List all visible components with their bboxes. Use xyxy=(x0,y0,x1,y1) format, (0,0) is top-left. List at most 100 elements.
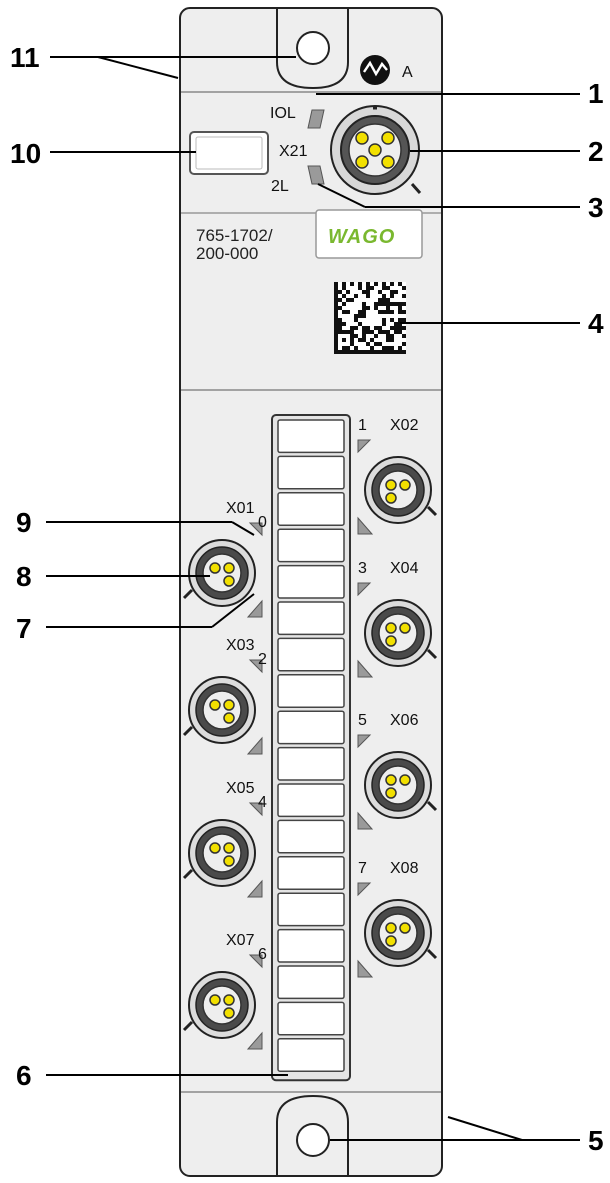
marker-strip-cell xyxy=(277,965,345,1000)
data-matrix-module xyxy=(334,318,338,322)
data-matrix-module xyxy=(362,350,366,354)
data-matrix-module xyxy=(378,350,382,354)
data-matrix-module xyxy=(402,318,406,322)
data-matrix-module xyxy=(334,350,338,354)
marker-strip-cell xyxy=(277,528,345,563)
port-pin xyxy=(223,994,235,1006)
data-matrix-module xyxy=(350,350,354,354)
callout-label-6: 6 xyxy=(16,1060,32,1091)
data-matrix-module xyxy=(386,302,390,306)
port-pin xyxy=(385,922,397,934)
marker-strip-cell xyxy=(277,892,345,927)
marker-strip-cell xyxy=(277,455,345,490)
data-matrix-module xyxy=(366,282,370,286)
data-matrix-module xyxy=(382,330,386,334)
data-matrix-module xyxy=(366,342,370,346)
port-status-led-top xyxy=(248,522,263,537)
data-matrix-module xyxy=(354,318,358,322)
data-matrix-code xyxy=(334,282,406,354)
port-pin xyxy=(399,774,411,786)
x21-label: X21 xyxy=(279,143,308,160)
data-matrix-module xyxy=(374,326,378,330)
data-matrix-module xyxy=(338,306,342,310)
port-pin xyxy=(223,712,235,724)
data-matrix-module xyxy=(350,334,354,338)
x21-connector[interactable] xyxy=(330,105,422,195)
brand-text: WAGO xyxy=(328,226,395,248)
data-matrix-module xyxy=(370,330,374,334)
data-matrix-module xyxy=(382,294,386,298)
port-face xyxy=(202,833,242,873)
data-matrix-module xyxy=(366,350,370,354)
data-matrix-module xyxy=(362,338,366,342)
port-status-led-top xyxy=(248,954,263,969)
callout-3: 3 xyxy=(317,183,604,223)
data-matrix-module xyxy=(362,314,366,318)
data-matrix-module xyxy=(338,322,342,326)
data-matrix-module xyxy=(390,294,394,298)
data-matrix-module xyxy=(338,318,342,322)
data-matrix-module xyxy=(334,294,338,298)
wago-logo: WAGO xyxy=(315,209,423,259)
data-matrix-module xyxy=(382,322,386,326)
port-pin xyxy=(223,699,235,711)
callout-1: 1 xyxy=(316,78,604,109)
callout-2: 2 xyxy=(410,136,604,167)
data-matrix-module xyxy=(334,298,338,302)
data-matrix-module xyxy=(350,330,354,334)
data-matrix-module xyxy=(378,290,382,294)
callout-9: 9 xyxy=(16,507,255,538)
data-matrix-module xyxy=(382,346,386,350)
marker-strip-cell xyxy=(277,564,345,599)
port-name-label: X01 xyxy=(226,500,255,517)
data-matrix-module xyxy=(382,302,386,306)
data-matrix-module xyxy=(334,346,338,350)
data-matrix-module xyxy=(358,338,362,342)
data-matrix-module xyxy=(374,334,378,338)
callout-5: 5 xyxy=(330,1116,604,1156)
port-pin xyxy=(385,787,397,799)
data-matrix-module xyxy=(390,326,394,330)
data-matrix-module xyxy=(358,322,362,326)
data-matrix-module xyxy=(354,346,358,350)
callout-8: 8 xyxy=(16,561,210,592)
marker-strip-cell xyxy=(277,492,345,526)
data-matrix-module xyxy=(382,310,386,314)
data-matrix-module xyxy=(334,310,338,314)
data-matrix-module xyxy=(342,282,346,286)
data-matrix-module xyxy=(346,290,350,294)
port-pin xyxy=(223,842,235,854)
marker-strip-cell xyxy=(277,1001,345,1036)
model-number-line1: 765-1702/ xyxy=(196,226,273,245)
port-pin xyxy=(209,562,221,574)
data-matrix-module xyxy=(334,306,338,310)
port-name-label: X04 xyxy=(390,560,419,577)
port-face xyxy=(378,913,418,953)
marker-strip-cell xyxy=(277,1038,345,1072)
port-pin xyxy=(385,774,397,786)
data-matrix-module xyxy=(366,294,370,298)
2l-led xyxy=(307,165,325,185)
port-status-led-bottom xyxy=(357,659,374,678)
port-pin xyxy=(209,842,221,854)
marker-strip-cell xyxy=(277,856,345,890)
port-key-mark xyxy=(426,648,438,660)
data-matrix-module xyxy=(370,338,374,342)
port-key-mark xyxy=(426,948,438,960)
data-matrix-module xyxy=(398,302,402,306)
port-pin xyxy=(399,622,411,634)
data-matrix-module xyxy=(394,302,398,306)
data-matrix-module xyxy=(358,286,362,290)
data-matrix-module xyxy=(334,326,338,330)
port-pin xyxy=(385,622,397,634)
iol-led xyxy=(307,109,325,129)
port-status-led-bottom xyxy=(357,959,374,978)
